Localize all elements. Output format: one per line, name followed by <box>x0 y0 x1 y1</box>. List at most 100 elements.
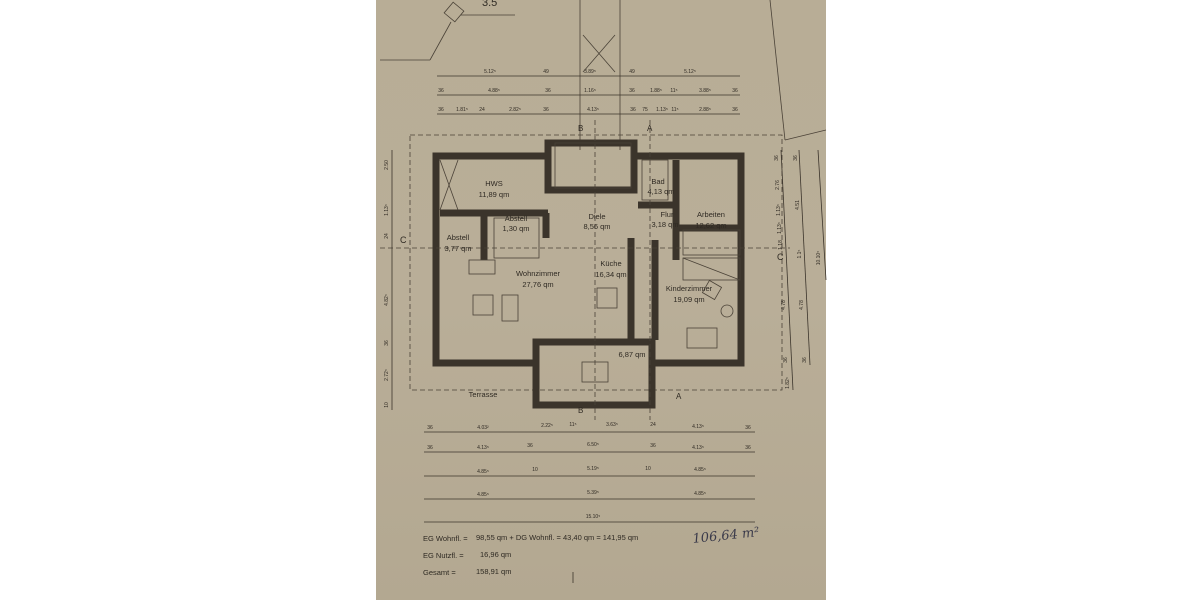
dimension-label: 49 <box>543 69 549 75</box>
dimension-label: 5.12⁵ <box>484 69 496 75</box>
dimension-label: 11⁵ <box>671 107 678 113</box>
room-kinderzimmer-area: 19,09 qm <box>673 295 704 304</box>
dimension-label: 24 <box>479 107 485 113</box>
dimension-label: 6.50⁵ <box>587 442 599 448</box>
room-flur-name: Flur <box>661 210 674 219</box>
dimension-label: 1.81⁵ <box>456 107 468 113</box>
dimension-label: 4.13⁵ <box>587 107 599 113</box>
property-marker: 3.5 <box>380 0 515 61</box>
dimension-label: 1.16⁵ <box>584 88 596 94</box>
dimension-label: 49 <box>629 69 635 75</box>
section-marker-a: A <box>647 124 653 133</box>
dimension-label: 5.39⁵ <box>587 490 599 496</box>
dimension-label: 2.22⁵ <box>541 423 553 429</box>
dimension-label: 1.88⁵ <box>650 88 662 94</box>
room-flur-area: 3,18 qm <box>651 220 678 229</box>
dimension-label: 2.88⁵ <box>699 107 711 113</box>
dimension-label: 36 <box>745 445 751 451</box>
top-label: 3.5 <box>482 0 497 9</box>
left-dimensions: 2.50 1.13⁵ 24 4.82⁵ 36 2.72⁵ 10 <box>384 150 393 410</box>
dimension-label: 4.13⁵ <box>692 445 704 451</box>
room-bad-area: 4,13 qm <box>647 187 674 196</box>
dimension-label: 3.89⁵ <box>584 69 596 75</box>
room-abstell-name: Abstell <box>447 233 470 242</box>
room-bad-name: Bad <box>651 177 664 186</box>
dimension-label: 2.72⁵ <box>384 369 390 381</box>
dimension-label: 36 <box>802 357 808 363</box>
summary-line2-label: EG Nutzfl. = <box>423 551 464 560</box>
dimension-label: 36 <box>745 425 751 431</box>
room-arbeiten-name: Arbeiten <box>697 210 725 219</box>
dimension-label: 4.85⁵ <box>477 492 489 498</box>
roof-outline <box>409 134 783 391</box>
dimension-label: 4.82⁵ <box>384 294 390 306</box>
dimension-label: 36 <box>543 107 549 113</box>
dimension-label: 36 <box>545 88 551 94</box>
dimension-label: 36 <box>427 425 433 431</box>
bottom-dimensions: 36 4.03² 2.22⁵ 11⁵ 3.63⁵ 24 4.13⁵ 36 36 … <box>424 422 755 523</box>
dimension-label: 10 <box>532 467 538 473</box>
dimension-label: 36 <box>438 88 444 94</box>
summary-line1-value: 98,55 qm + DG Wohnfl. = 43,40 qm = 141,9… <box>476 533 638 542</box>
dimension-label: 24 <box>650 422 656 428</box>
dimension-label: 10.10⁵ <box>816 251 822 266</box>
floor-plan-paper <box>376 0 826 600</box>
room-arbeiten-area: 12,62 qm <box>695 221 726 230</box>
section-marker-b-bottom: B <box>578 406 583 415</box>
room-hws-name: HWS <box>485 179 503 188</box>
dimension-label: 1.18 <box>778 240 784 250</box>
room-abstell-small-area: 1,30 qm <box>502 224 529 233</box>
dimension-label: 36 <box>732 88 738 94</box>
dimension-label: 4.85⁵ <box>694 491 706 497</box>
dimension-label: 4.78 <box>799 300 805 310</box>
room-kinderzimmer-name: Kinderzimmer <box>666 284 713 293</box>
dimension-label: 36 <box>427 445 433 451</box>
room-abstell-small-name: Abstell <box>505 214 528 223</box>
room-diele-name: Diele <box>588 212 605 221</box>
dimension-label: 1.1⁵ <box>797 249 803 258</box>
summary-line2-value: 16,96 qm <box>480 550 511 559</box>
dimension-label: 36 <box>527 443 533 449</box>
dimension-label: 36 <box>384 340 390 346</box>
summary-line3-value: 158,91 qm <box>476 567 511 576</box>
dimension-label: 10 <box>384 402 390 408</box>
dimension-label: 36 <box>783 357 789 363</box>
room-kueche-name: Küche <box>600 259 621 268</box>
dimension-label: 75 <box>642 107 648 113</box>
dimension-label: 3.88⁵ <box>699 88 711 94</box>
dimension-label: 5.19⁵ <box>587 466 599 472</box>
dimension-label: 1.13⁵ <box>776 204 782 216</box>
dimension-label: 1.13⁵ <box>656 107 668 113</box>
section-marker-c: C <box>400 235 407 245</box>
room-wohnzimmer-name: Wohnzimmer <box>516 269 561 278</box>
dimension-label: 36 <box>650 443 656 449</box>
dimension-label: 15.10⁵ <box>586 514 601 520</box>
dimension-label: 10 <box>645 466 651 472</box>
dimension-label: 4.13⁵ <box>477 445 489 451</box>
furniture <box>439 142 741 383</box>
room-terrasse-name: Terrasse <box>469 390 498 399</box>
dimension-label: 1.13⁵ <box>384 204 390 216</box>
dimension-label: 36 <box>438 107 444 113</box>
handwritten-note: 106,64 m² <box>692 525 760 547</box>
room-labels: HWS 11,89 qm Abstell 1,30 qm Abstell 3,7… <box>444 177 726 399</box>
dimension-label: 3.63⁵ <box>606 422 618 428</box>
dimension-label: 24 <box>384 233 390 239</box>
dimension-label: 4.88⁵ <box>488 88 500 94</box>
dimension-label: 36 <box>793 155 799 161</box>
summary-line1-label: EG Wohnfl. = <box>423 534 468 543</box>
room-kueche-area: 16,34 qm <box>595 270 626 279</box>
dimension-label: 11⁵ <box>569 422 576 428</box>
dimension-label: 4.13⁵ <box>692 424 704 430</box>
right-dimensions: 36 2.76 1.13⁵ 1.13⁵ 1.18 4.78 36 1.82⁵ 3… <box>774 149 827 391</box>
section-marker-a-bottom: A <box>676 392 682 401</box>
room-wohnzimmer-area: 27,76 qm <box>522 280 553 289</box>
dimension-label: 1.82⁵ <box>785 377 791 389</box>
room-hws-area: 11,89 qm <box>479 190 510 199</box>
dimension-label: 36 <box>774 155 780 161</box>
section-marker-b: B <box>578 124 583 133</box>
dimension-label: 36 <box>630 107 636 113</box>
area-summary: EG Wohnfl. = 98,55 qm + DG Wohnfl. = 43,… <box>423 525 760 583</box>
dimension-label: 4.85⁵ <box>694 467 706 473</box>
